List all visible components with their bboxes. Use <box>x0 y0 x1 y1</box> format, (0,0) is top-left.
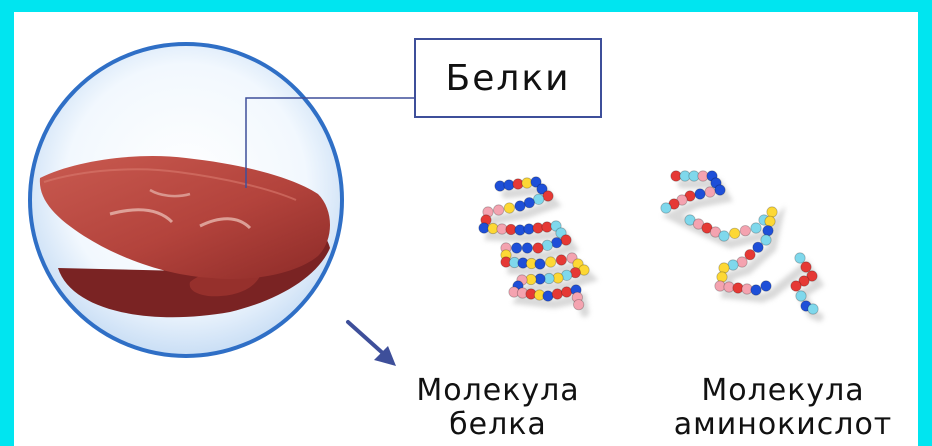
amino-acid-bead <box>791 281 801 291</box>
amino-acid-bead <box>493 205 503 215</box>
amino-acid-bead <box>533 194 543 204</box>
amino-acid-bead <box>763 225 773 235</box>
amino-acid-bead <box>765 216 775 226</box>
amino-acid-bead <box>561 287 571 297</box>
protein-caption-line-2: белка <box>398 408 598 442</box>
amino-acid-bead <box>761 235 771 245</box>
amino-acid-bead <box>504 203 514 213</box>
amino-acid-bead <box>761 281 771 291</box>
amino-acid-bead <box>533 243 543 253</box>
amino-acid-molecule-caption: Молекула аминокислот <box>658 374 908 442</box>
amino-acid-bead <box>719 231 729 241</box>
amino-acid-bead <box>753 242 763 252</box>
amino-acid-bead <box>542 240 552 250</box>
amino-acid-bead <box>719 263 729 273</box>
amino-acid-molecule-chain <box>661 171 819 317</box>
amino-acid-bead <box>808 304 818 314</box>
amino-acid-bead <box>661 203 671 213</box>
proteins-label-box: Белки <box>414 38 602 118</box>
protein-molecule-chain <box>479 177 590 313</box>
amino-caption-line-2: аминокислот <box>658 408 908 442</box>
amino-acid-bead <box>522 243 532 253</box>
amino-acid-bead <box>524 197 534 207</box>
amino-acid-bead <box>801 262 811 272</box>
protein-caption-line-1: Молекула <box>398 374 598 408</box>
amino-acid-bead <box>729 228 739 238</box>
amino-acid-bead <box>556 255 566 265</box>
amino-acid-bead <box>573 299 583 309</box>
amino-acid-bead <box>751 285 761 295</box>
amino-acid-bead <box>543 291 553 301</box>
amino-acid-bead <box>705 187 715 197</box>
amino-acid-bead <box>515 201 525 211</box>
amino-acid-bead <box>740 225 750 235</box>
amino-acid-bead <box>551 237 561 247</box>
amino-acid-bead <box>545 257 555 267</box>
amino-acid-bead <box>751 223 761 233</box>
amino-caption-line-1: Молекула <box>658 374 908 408</box>
amino-acid-bead <box>767 207 777 217</box>
amino-acid-bead <box>561 235 571 245</box>
proteins-label-text: Белки <box>446 58 571 99</box>
arrow-down-right-icon <box>348 322 396 366</box>
amino-acid-bead <box>552 289 562 299</box>
amino-acid-bead <box>543 191 553 201</box>
amino-acid-bead <box>796 291 806 301</box>
amino-acid-bead <box>695 189 705 199</box>
amino-acid-bead <box>535 259 545 269</box>
amino-acid-bead <box>511 243 521 253</box>
amino-acid-bead <box>717 272 727 282</box>
amino-acid-bead <box>745 249 755 259</box>
amino-acid-bead <box>715 185 725 195</box>
amino-acid-bead <box>795 253 805 263</box>
protein-molecule-caption: Молекула белка <box>398 374 598 442</box>
